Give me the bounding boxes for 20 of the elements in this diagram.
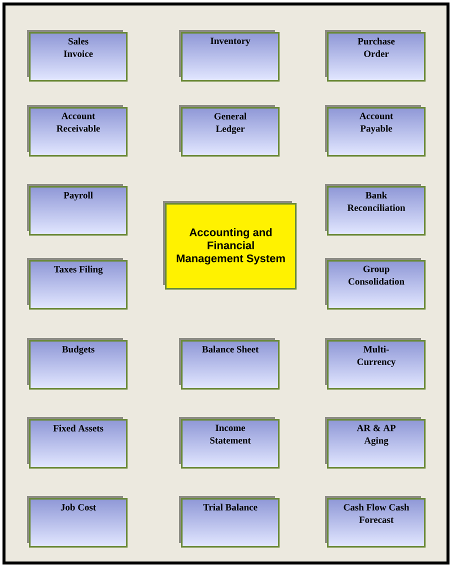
module-box: General Ledger [179,105,280,157]
module-box: Group Consolidation [325,258,426,310]
module-box: Balance Sheet [179,338,280,390]
module-box: Inventory [179,30,280,82]
module-box: Income Statement [179,417,280,469]
module-box: Budgets [27,338,128,390]
module-box: Trial Balance [179,496,280,548]
module-box: Multi-Currency [325,338,426,390]
module-box: Bank Reconciliation [325,184,426,236]
module-box: Payroll [27,184,128,236]
module-box: Account Payable [325,105,426,157]
module-box: Fixed Assets [27,417,128,469]
module-box: Purchase Order [325,30,426,82]
module-box: Taxes Filing [27,258,128,310]
module-box: Job Cost [27,496,128,548]
module-box: Account Receivable [27,105,128,157]
module-box: Sales Invoice [27,30,128,82]
module-box: AR & AP Aging [325,417,426,469]
system-box: Accounting and Financial Management System [163,201,297,290]
module-box: Cash Flow Cash Forecast [325,496,426,548]
